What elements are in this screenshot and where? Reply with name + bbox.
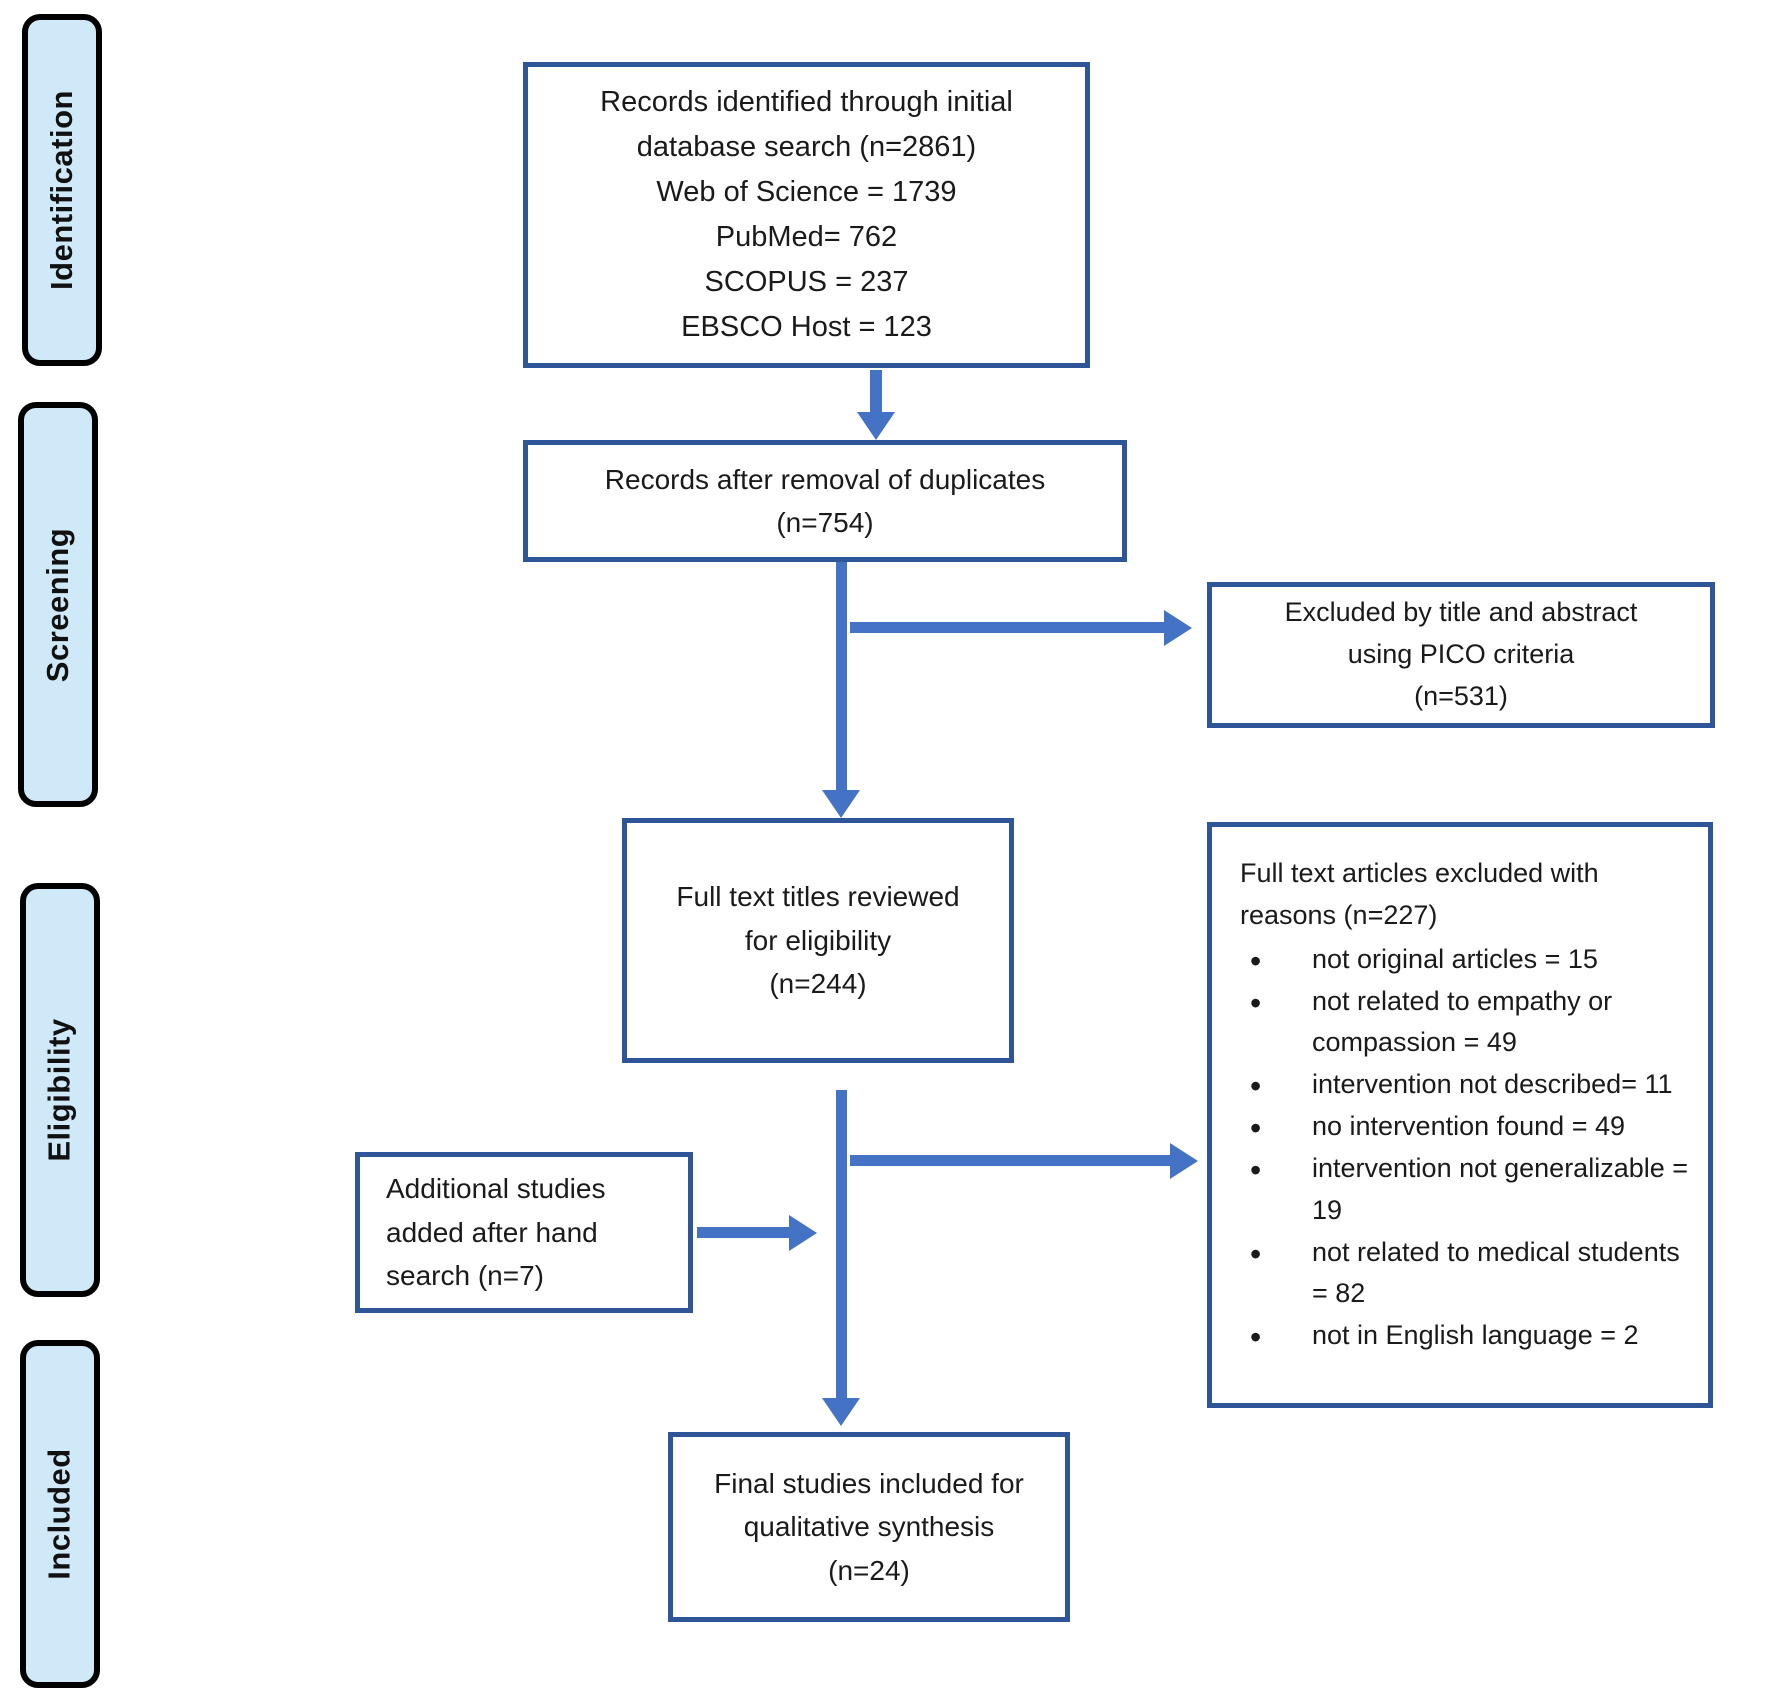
records-identified-line: database search (n=2861)	[636, 131, 977, 164]
excluded-reason-item: not original articles = 15	[1240, 937, 1694, 986]
excluded-reason-item: intervention not generalizable = 19	[1240, 1146, 1694, 1232]
arrow-identified-to-duplicates-head	[857, 412, 895, 440]
excluded-title-line: using PICO criteria	[1347, 639, 1575, 670]
arrow-fulltext-to-final-head	[822, 1398, 860, 1426]
stage-label-identification-text: Identification	[44, 90, 80, 290]
final-included-line: Final studies included for	[714, 1467, 1024, 1499]
arrow-to-excluded-reasons-head	[1170, 1143, 1198, 1179]
hand-search-line: Additional studies	[386, 1173, 606, 1205]
full-text-reviewed-line: Full text titles reviewed	[676, 881, 960, 913]
full-text-reviewed-line: (n=244)	[769, 968, 867, 1000]
box-duplicates-removed: Records after removal of duplicates (n=7…	[523, 440, 1127, 562]
stage-label-included: Included	[20, 1340, 100, 1688]
hand-search-line: search (n=7)	[386, 1260, 544, 1292]
box-excluded-reasons: Full text articles excluded with reasons…	[1207, 822, 1713, 1408]
excluded-reason-item: no intervention found = 49	[1240, 1104, 1694, 1153]
records-identified-line: EBSCO Host = 123	[681, 310, 932, 343]
arrow-hand-search-shaft	[697, 1227, 791, 1238]
arrow-to-excluded-title-head	[1164, 610, 1192, 646]
box-full-text-reviewed: Full text titles reviewed for eligibilit…	[622, 818, 1014, 1063]
records-identified-line: SCOPUS = 237	[704, 265, 909, 298]
stage-label-eligibility: Eligibility	[20, 883, 100, 1297]
box-excluded-title-abstract: Excluded by title and abstract using PIC…	[1207, 582, 1715, 728]
excluded-reason-item: intervention not described= 11	[1240, 1062, 1694, 1111]
stage-label-screening: Screening	[18, 402, 98, 807]
excluded-reasons-title-line: Full text articles excluded with	[1240, 858, 1599, 888]
box-records-identified: Records identified through initial datab…	[523, 62, 1090, 368]
excluded-reason-item: not related to empathy or compassion = 4…	[1240, 979, 1694, 1065]
records-identified-line: PubMed= 762	[715, 221, 898, 253]
box-hand-search: Additional studies added after hand sear…	[355, 1152, 693, 1313]
final-included-line: qualitative synthesis	[743, 1511, 995, 1543]
arrow-fulltext-to-final-shaft	[836, 1090, 847, 1400]
stage-label-identification: Identification	[22, 14, 102, 366]
excluded-reason-item: not related to medical students = 82	[1240, 1230, 1694, 1316]
arrow-duplicates-to-fulltext-head	[822, 790, 860, 818]
full-text-reviewed-line: for eligibility	[744, 924, 892, 956]
arrow-hand-search-head	[789, 1215, 817, 1251]
excluded-title-line: Excluded by title and abstract	[1284, 597, 1638, 628]
stage-label-included-text: Included	[42, 1448, 78, 1580]
duplicates-removed-line: Records after removal of duplicates	[604, 463, 1046, 495]
arrow-duplicates-to-fulltext-shaft	[836, 562, 847, 792]
stage-label-screening-text: Screening	[40, 527, 76, 682]
duplicates-removed-line: (n=754)	[776, 507, 874, 538]
arrow-to-excluded-reasons-shaft	[850, 1155, 1172, 1166]
records-identified-line: Web of Science = 1739	[656, 176, 957, 209]
stage-label-eligibility-text: Eligibility	[42, 1018, 78, 1162]
final-included-line: (n=24)	[828, 1554, 910, 1586]
arrow-identified-to-duplicates-shaft	[870, 370, 882, 416]
excluded-reason-item: not in English language = 2	[1240, 1313, 1694, 1362]
excluded-reasons-title: Full text articles excluded with reasons…	[1240, 853, 1694, 937]
hand-search-line: added after hand	[386, 1216, 598, 1248]
excluded-title-line: (n=531)	[1414, 680, 1508, 711]
excluded-reasons-list: not original articles = 15 not related t…	[1240, 937, 1694, 1363]
excluded-reasons-title-line: reasons (n=227)	[1240, 899, 1438, 930]
box-final-included: Final studies included for qualitative s…	[668, 1432, 1070, 1622]
arrow-to-excluded-title-shaft	[850, 622, 1166, 633]
records-identified-line: Records identified through initial	[600, 86, 1013, 119]
